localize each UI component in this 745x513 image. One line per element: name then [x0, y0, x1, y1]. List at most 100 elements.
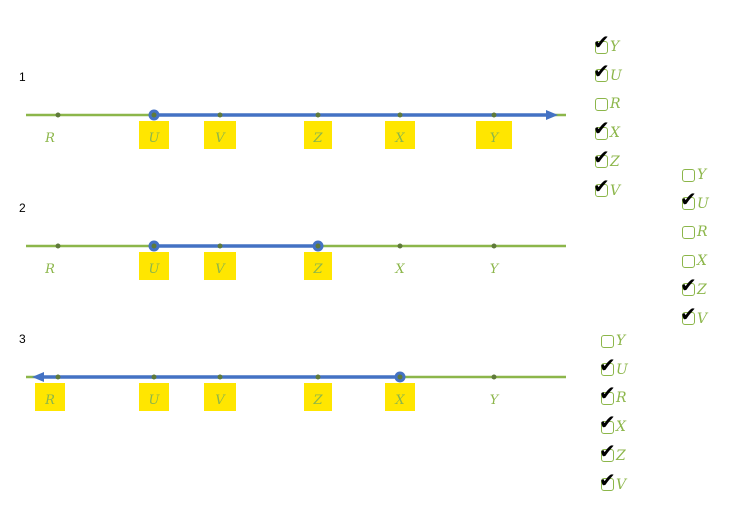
checkbox-box[interactable] — [682, 312, 695, 325]
point-u — [151, 243, 157, 249]
checkbox-box[interactable] — [682, 197, 695, 211]
checkbox-label: Z — [610, 153, 620, 170]
checkbox-label: R — [616, 390, 627, 407]
point-label-r: R — [44, 131, 55, 146]
highlight-v — [204, 383, 236, 411]
checkbox-label: X — [697, 253, 707, 270]
checkmark-icon: ✔ — [593, 144, 610, 169]
checkbox-box[interactable] — [595, 40, 608, 54]
highlight-z — [304, 252, 332, 280]
checkbox-y[interactable]: Y — [682, 164, 706, 186]
highlight-z — [304, 121, 332, 149]
checkbox-box[interactable] — [601, 391, 614, 405]
ray-arrowhead — [32, 372, 44, 382]
checkbox-label: Y — [697, 167, 707, 183]
point-label-x: X — [394, 262, 405, 277]
point-y — [491, 243, 497, 249]
checkbox-box[interactable] — [601, 363, 614, 377]
point-label-x: X — [394, 131, 405, 146]
checkbox-label: V — [616, 476, 627, 493]
point-v — [217, 374, 223, 380]
point-v — [217, 112, 223, 118]
checkbox-r[interactable]: R — [595, 93, 621, 115]
checkbox-box[interactable] — [595, 155, 608, 169]
point-r — [55, 243, 61, 249]
checkmark-icon: ✔ — [593, 58, 610, 83]
point-u — [151, 374, 157, 380]
point-label-y: Y — [490, 262, 500, 277]
highlight-v — [204, 121, 236, 149]
checkbox-label: V — [610, 182, 621, 199]
checkbox-box[interactable] — [682, 283, 695, 297]
checkbox-box[interactable] — [595, 69, 608, 83]
point-label-u: U — [149, 393, 161, 408]
checkmark-icon: ✔ — [593, 173, 610, 198]
highlight-u — [139, 121, 169, 149]
checkbox-box[interactable] — [595, 97, 608, 111]
point-y — [491, 374, 497, 380]
checkmark-icon: ✔ — [599, 438, 616, 463]
checkbox-label: U — [697, 195, 709, 212]
checkbox-x[interactable]: X✔ — [599, 412, 626, 438]
highlight-x — [385, 121, 415, 149]
checkbox-r[interactable]: R — [682, 221, 708, 243]
checkbox-r[interactable]: R✔ — [599, 383, 627, 409]
point-x — [397, 243, 403, 249]
checkbox-x[interactable]: X — [682, 250, 707, 272]
highlight-z — [304, 383, 332, 411]
checkbox-z[interactable]: Z✔ — [599, 441, 626, 467]
point-v — [217, 243, 223, 249]
highlight-u — [139, 383, 169, 411]
checkbox-box[interactable] — [601, 334, 614, 348]
checkbox-label: Z — [697, 281, 707, 298]
checkbox-label: V — [697, 310, 708, 327]
checkbox-z[interactable]: Z✔ — [593, 147, 620, 173]
checkbox-v[interactable]: V✔ — [680, 304, 708, 330]
checkmark-icon: ✔ — [599, 467, 616, 492]
highlight-y — [476, 121, 512, 149]
checkbox-y[interactable]: Y✔ — [593, 32, 620, 58]
checkbox-box[interactable] — [682, 225, 695, 239]
checkbox-label: R — [610, 96, 621, 113]
checkbox-box[interactable] — [595, 184, 608, 197]
point-u — [151, 112, 157, 118]
checkbox-label: X — [616, 419, 626, 436]
point-label-z: Z — [312, 131, 323, 146]
checkmark-icon: ✔ — [680, 301, 697, 326]
checkmark-icon: ✔ — [680, 272, 697, 297]
checkbox-box[interactable] — [682, 254, 695, 268]
checkbox-box[interactable] — [595, 126, 608, 140]
checkbox-x[interactable]: X✔ — [593, 118, 620, 144]
checkbox-v[interactable]: V✔ — [593, 176, 621, 202]
checkbox-box[interactable] — [601, 449, 614, 463]
point-label-y: Y — [490, 131, 500, 146]
point-label-v: V — [215, 131, 226, 146]
checkbox-label: U — [610, 67, 622, 84]
checkbox-u[interactable]: U✔ — [593, 61, 622, 87]
checkmark-icon: ✔ — [599, 410, 616, 435]
point-x — [397, 112, 403, 118]
checkbox-box[interactable] — [682, 168, 695, 182]
point-label-v: V — [215, 393, 226, 408]
point-label-r: R — [44, 262, 55, 277]
checkmark-icon: ✔ — [593, 116, 610, 141]
point-label-r: R — [44, 393, 55, 408]
checkmark-icon: ✔ — [599, 381, 616, 406]
highlight-u — [139, 252, 169, 280]
row-number-3: 3 — [19, 332, 26, 346]
checkbox-u[interactable]: U✔ — [680, 189, 709, 215]
checkbox-box[interactable] — [601, 478, 614, 491]
checkmark-icon: ✔ — [680, 186, 697, 211]
point-r — [55, 112, 61, 118]
checkbox-u[interactable]: U✔ — [599, 355, 628, 381]
checkbox-box[interactable] — [601, 420, 614, 434]
checkbox-z[interactable]: Z✔ — [680, 275, 707, 301]
checkbox-label: X — [610, 125, 620, 142]
checkbox-y[interactable]: Y — [601, 330, 625, 352]
checkbox-label: Y — [610, 39, 620, 55]
highlight-x — [385, 383, 415, 411]
checkbox-v[interactable]: V✔ — [599, 470, 627, 496]
point-label-y: Y — [490, 393, 500, 408]
row-number-1: 1 — [19, 70, 26, 84]
